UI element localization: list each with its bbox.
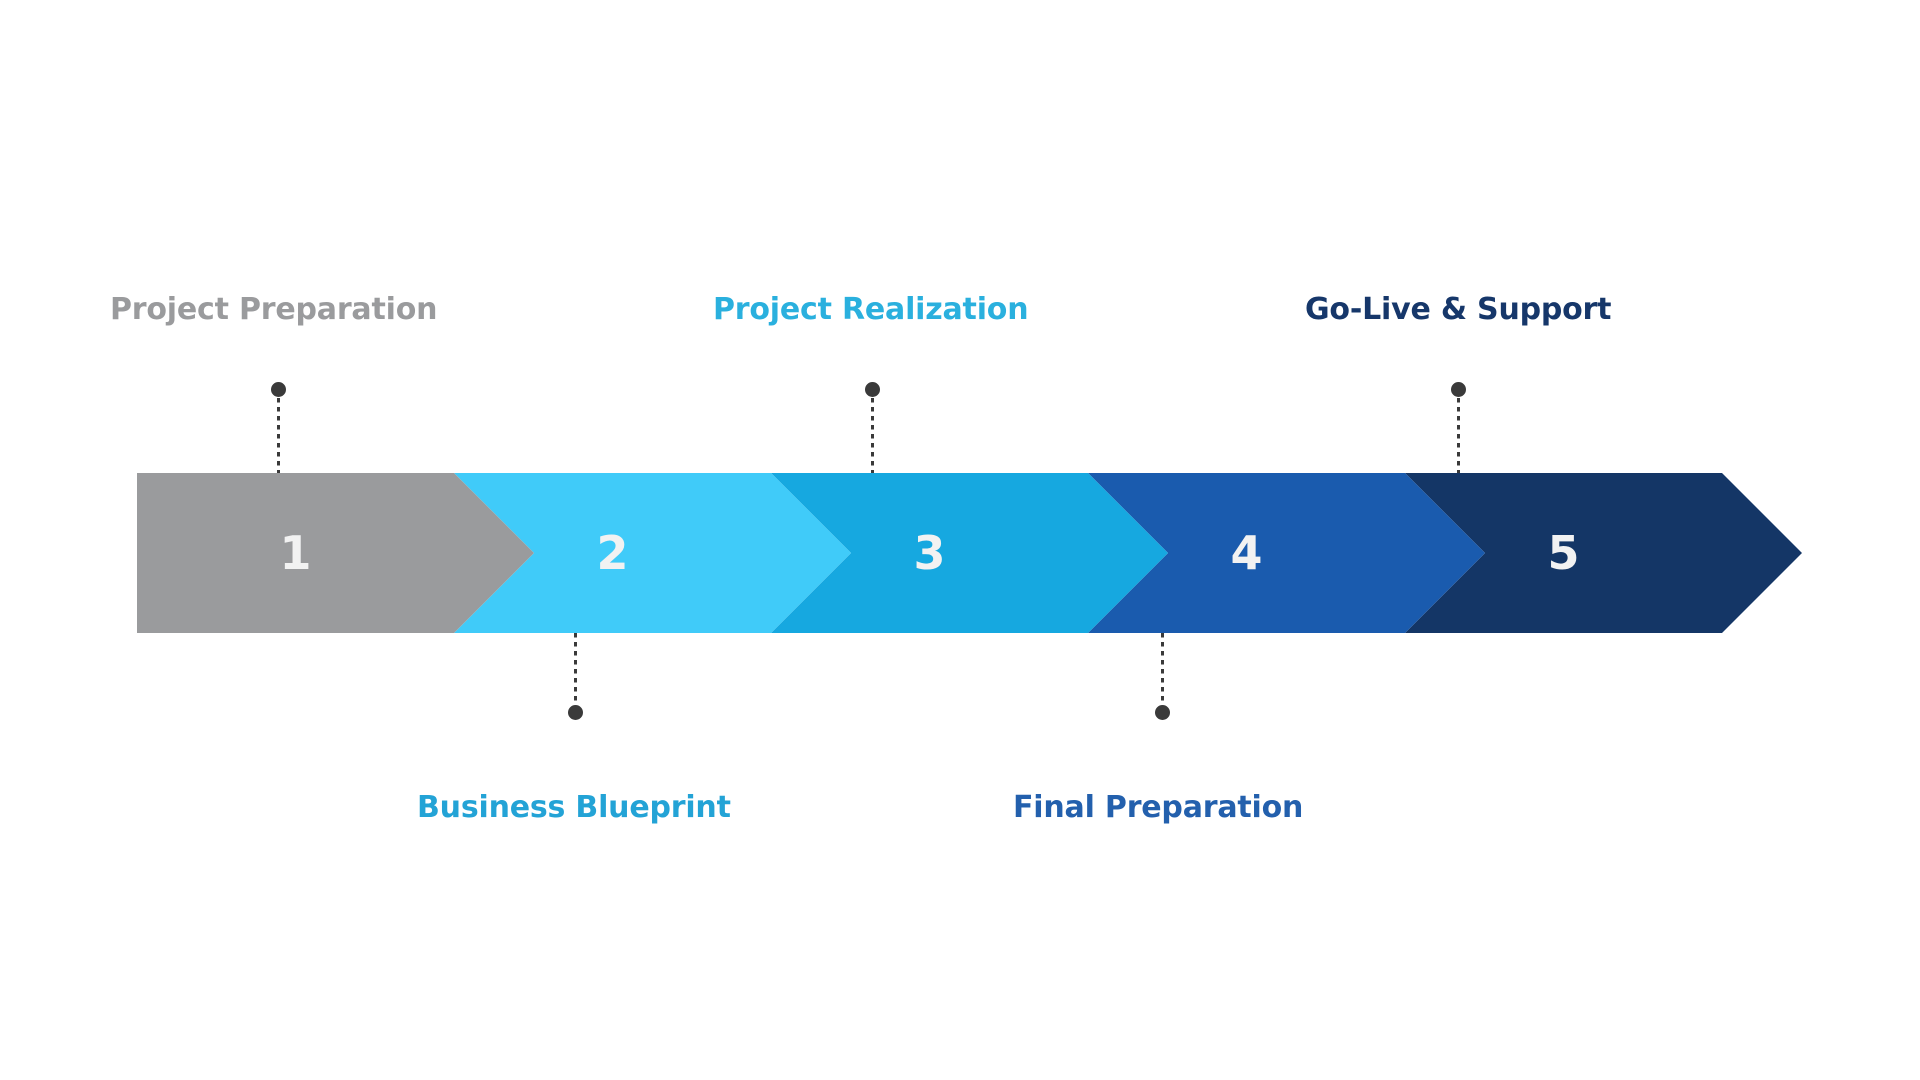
connector-dot [1451, 382, 1466, 397]
chevron-segment-3[interactable]: 3 [771, 473, 1168, 633]
connector-3 [865, 382, 880, 473]
step-number-3: 3 [913, 526, 946, 580]
connector-4 [1155, 633, 1170, 720]
step-label-2: Business Blueprint [417, 790, 731, 825]
connector-dot [271, 382, 286, 397]
step-label-5: Go-Live & Support [1305, 292, 1612, 327]
step-number-2: 2 [596, 526, 629, 580]
chevron-bar: 1 2 3 4 5 [137, 473, 1802, 633]
connector-dot [865, 382, 880, 397]
step-label-4: Final Preparation [1013, 790, 1304, 825]
connector-2 [568, 633, 583, 720]
connector-line [1161, 633, 1164, 704]
step-label-3: Project Realization [713, 292, 1029, 327]
connector-dot [568, 705, 583, 720]
connector-1 [271, 382, 286, 473]
chevron-segment-1[interactable]: 1 [137, 473, 534, 633]
connector-5 [1451, 382, 1466, 473]
step-number-4: 4 [1230, 526, 1263, 580]
connector-line [1457, 398, 1460, 473]
connector-dot [1155, 705, 1170, 720]
connector-line [574, 633, 577, 704]
step-label-1: Project Preparation [110, 292, 438, 327]
connector-line [277, 398, 280, 473]
chevron-shape [137, 473, 534, 633]
connector-line [871, 398, 874, 473]
step-number-1: 1 [279, 526, 312, 580]
step-number-5: 5 [1547, 526, 1580, 580]
